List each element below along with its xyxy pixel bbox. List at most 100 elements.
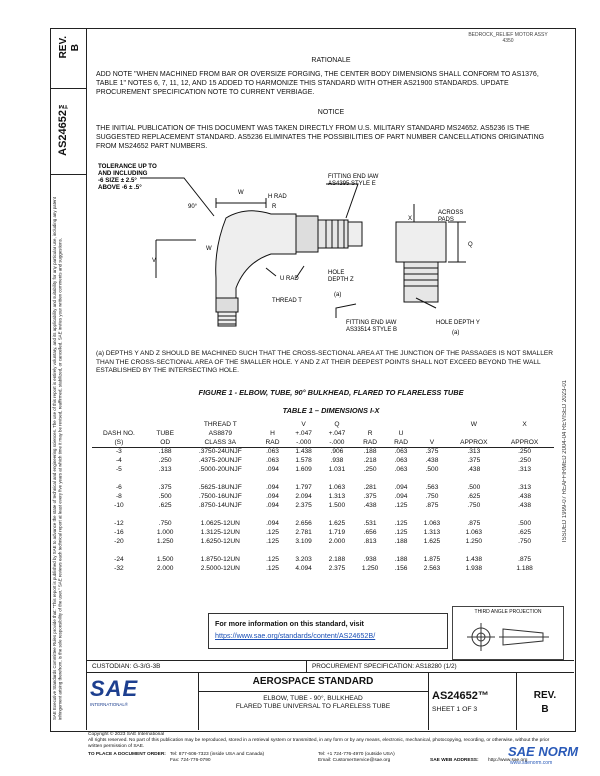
table-cell: .500	[467, 484, 481, 491]
table-cell: 4.094	[295, 565, 312, 572]
table-cell: .375	[425, 448, 439, 455]
table-cell: -3	[115, 448, 122, 455]
table-cell: .313	[518, 466, 532, 473]
table-cell: .500	[518, 520, 532, 527]
table-header-cell	[499, 429, 550, 438]
table-header-cell: DASH NO.	[102, 430, 135, 437]
figure-title: FIGURE 1 - ELBOW, TUBE, 90° BULKHEAD, FL…	[198, 388, 464, 397]
footer-fax: Fax: 724-776-0790	[170, 758, 211, 763]
table-header-cell: APPROX	[510, 439, 539, 446]
r-label: R	[272, 204, 277, 210]
sae-logo-text: SAE	[90, 676, 139, 701]
footer-copyright: Copyright © 2023 SAE International	[88, 732, 165, 737]
table-header-cell: +.047	[328, 430, 346, 437]
table-cell: 1.063	[423, 520, 441, 527]
table-cell: .094	[394, 484, 408, 491]
sheet-number: SHEET 1 OF 3	[432, 706, 478, 713]
table-header-cell: H	[270, 430, 275, 437]
h-rad-label: H RAD	[268, 194, 287, 200]
rationale-text: ADD NOTE "WHEN MACHINED FROM BAR OR OVER…	[96, 71, 539, 96]
table-cell: -8	[115, 493, 122, 500]
footer-tel2: Tel: +1 724-776-4970 (outside USA)	[318, 752, 395, 757]
doc-number-box: AS24652™	[432, 690, 489, 702]
table-cell: .4375-20UNJF	[198, 457, 242, 464]
table-cell: 1.063	[465, 529, 483, 536]
table-cell: 2.375	[328, 565, 346, 572]
table-cell: .281	[363, 484, 377, 491]
table-header-cell	[448, 429, 499, 438]
table-spacer	[90, 510, 550, 519]
table-header-cell: -.000	[296, 439, 312, 446]
table-header-cell: APPROX	[460, 439, 488, 446]
table-cell: 1.938	[465, 565, 483, 572]
table-header-cell: RAD	[363, 439, 378, 446]
table-cell: 2.656	[295, 520, 312, 527]
table-header-cell: RAD	[265, 439, 280, 446]
rev-value-box: B	[541, 704, 549, 715]
doc-title: ELBOW, TUBE - 90°, BULKHEAD FLARED TUBE …	[235, 695, 391, 710]
table-cell: -20	[114, 538, 124, 545]
table-cell: .938	[330, 457, 344, 464]
standard-link[interactable]: https://www.sae.org/standards/content/AS…	[215, 631, 376, 640]
table-cell: .063	[394, 466, 408, 473]
table-cell: 1.625	[328, 520, 346, 527]
table-cell: .094	[266, 520, 279, 527]
table-header-cell: (S)	[114, 439, 124, 446]
table-header-cell	[258, 420, 287, 429]
table-cell: .7500-16UNJF	[198, 493, 242, 500]
rev-label-box: REV.	[533, 690, 557, 701]
table-cell: .250	[158, 457, 172, 464]
table-cell: .250	[363, 466, 377, 473]
table-cell: .125	[266, 556, 279, 563]
table-cell: .5000-20UNJF	[198, 466, 242, 473]
deg90-label: 90°	[188, 204, 198, 210]
table-cell: 1.250	[156, 538, 174, 545]
aerospace-standard: AEROSPACE STANDARD	[252, 676, 374, 687]
table-cell: 2.5000-12UN	[200, 565, 240, 572]
watermark-url: www.saenorm.com	[510, 760, 553, 766]
sae-logo: SAE INTERNATIONAL®	[90, 676, 150, 726]
rationale-title: RATIONALE	[311, 57, 351, 64]
table-cell: .188	[394, 538, 408, 545]
table-cell: .438	[363, 502, 377, 509]
table-cell: .313	[158, 466, 172, 473]
table-cell: .875	[467, 520, 481, 527]
table-cell: 2.375	[295, 502, 312, 509]
table-cell: -16	[114, 529, 124, 536]
procurement-spec: PROCUREMENT SPECIFICATION: AS18280 (1/2)	[312, 663, 457, 670]
table-header-cell: RAD	[394, 439, 408, 446]
depth-note: (a) DEPTHS Y AND Z SHOULD BE MACHINED SU…	[96, 350, 554, 374]
table-header-cell	[415, 429, 448, 438]
top-right-code: BEDROCK_RELIEF MOTOR ASSY 4350	[468, 32, 548, 44]
table-cell: .750	[467, 502, 481, 509]
table-cell: .156	[394, 565, 408, 572]
watermark: SAE NORM	[508, 744, 579, 759]
table-cell: .750	[425, 493, 439, 500]
footer-web-label: SAE WEB ADDRESS:	[430, 758, 479, 763]
table-header-cell: THREAD T	[203, 421, 237, 428]
table-cell: -5	[115, 466, 122, 473]
footer-url[interactable]: http://www.sae.org	[488, 758, 528, 763]
u-rad-label: U RAD	[280, 276, 299, 282]
table-header-cell	[415, 420, 448, 429]
table-header-cell: V	[301, 421, 306, 428]
table-header-cell: X	[522, 421, 527, 428]
third-angle-label: THIRD ANGLE PROJECTION	[474, 609, 542, 615]
table-cell: 1.578	[295, 457, 312, 464]
table-cell: 1.063	[328, 484, 346, 491]
